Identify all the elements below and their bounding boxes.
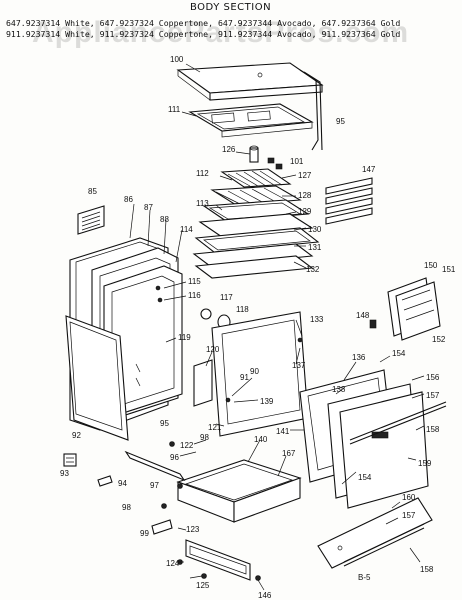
part-label: 156 — [426, 373, 440, 382]
part-label: 141 — [276, 427, 290, 436]
part-label: 130 — [308, 225, 322, 234]
part-label: 167 — [282, 449, 296, 458]
side-trim-part — [325, 177, 373, 225]
part-label: 154 — [392, 349, 406, 358]
kickplate-part — [177, 539, 261, 581]
part-label: 126 — [222, 145, 236, 154]
part-label: 133 — [310, 315, 324, 324]
part-label: 139 — [260, 397, 274, 406]
figure-id: B-5 — [358, 573, 371, 582]
part-label: 158 — [420, 565, 434, 574]
part-label: 147 — [362, 165, 376, 174]
label-plate-part — [77, 205, 105, 235]
part-label: 98 — [122, 503, 131, 512]
part-label: 132 — [306, 265, 320, 274]
part-label: 95 — [160, 419, 169, 428]
part-label: 148 — [356, 311, 370, 320]
part-label: 159 — [418, 459, 432, 468]
part-label: 112 — [196, 169, 209, 178]
part-label: 123 — [186, 525, 200, 534]
part-label: 96 — [170, 453, 179, 462]
part-label: 131 — [308, 243, 322, 252]
drawer-door-part — [299, 369, 447, 509]
watermark: AppliancePartsPros.com — [32, 16, 410, 49]
part-label: 140 — [254, 435, 268, 444]
cooktop-cover-part — [176, 62, 324, 151]
rack-assembly-part — [192, 168, 320, 279]
part-label: 91 — [240, 373, 249, 382]
part-label: 138 — [332, 385, 346, 394]
burner-part — [249, 145, 283, 170]
part-label: 127 — [298, 171, 312, 180]
part-label: 92 — [72, 431, 81, 440]
part-label: 116 — [188, 291, 201, 300]
part-label: 90 — [250, 367, 259, 376]
drawer-slide-part — [124, 450, 186, 482]
part-label: 111 — [168, 105, 181, 114]
part-label: 129 — [298, 207, 312, 216]
leader-lines — [129, 63, 425, 591]
model-list-line-2: 911.9237314 White, 911.9237324 Copperton… — [6, 29, 401, 39]
drip-tray-part — [188, 103, 314, 138]
part-label: 122 — [180, 441, 194, 450]
hardware-part — [63, 441, 183, 535]
part-label: 93 — [60, 469, 69, 478]
part-label: 120 — [206, 345, 220, 354]
part-label: 136 — [352, 353, 366, 362]
part-label: 97 — [150, 481, 159, 490]
part-label: 95 — [336, 117, 345, 126]
model-list-line-1: 647.9237314 White, 647.9237324 Copperton… — [6, 18, 401, 28]
part-label: 154 — [358, 473, 372, 482]
part-label: 157 — [402, 511, 416, 520]
part-label: 119 — [178, 333, 191, 342]
part-label: 99 — [140, 529, 149, 538]
part-label: 125 — [196, 581, 210, 590]
vent-trim-part — [369, 277, 441, 341]
part-label: 152 — [432, 335, 446, 344]
part-label: 117 — [220, 293, 233, 302]
part-label: 137 — [292, 361, 306, 370]
part-label: 94 — [118, 479, 127, 488]
part-label: 86 — [124, 195, 133, 204]
part-label: 88 — [160, 215, 169, 224]
part-label: 101 — [290, 157, 304, 166]
lower-door-part — [317, 497, 433, 569]
front-panel-part — [65, 315, 129, 441]
part-label: 146 — [258, 591, 272, 600]
part-labels: 100 111 95 126 101 112 127 147 128 113 1… — [60, 55, 456, 600]
part-label: 151 — [442, 265, 456, 274]
part-label: 124 — [166, 559, 180, 568]
part-label: 158 — [426, 425, 440, 434]
part-label: 128 — [298, 191, 312, 200]
part-label: 114 — [180, 225, 193, 234]
storage-drawer-part — [176, 459, 302, 523]
part-label: 100 — [170, 55, 184, 64]
part-label: 150 — [424, 261, 438, 270]
part-label: 160 — [402, 493, 416, 502]
diagram-title: BODY SECTION — [190, 2, 272, 13]
part-label: 115 — [188, 277, 201, 286]
part-label: 98 — [200, 433, 209, 442]
part-label: 118 — [236, 305, 249, 314]
part-label: 121 — [208, 423, 222, 432]
part-label: 157 — [426, 391, 440, 400]
part-label: 87 — [144, 203, 153, 212]
part-label: 113 — [196, 199, 209, 208]
part-label: 85 — [88, 187, 97, 196]
